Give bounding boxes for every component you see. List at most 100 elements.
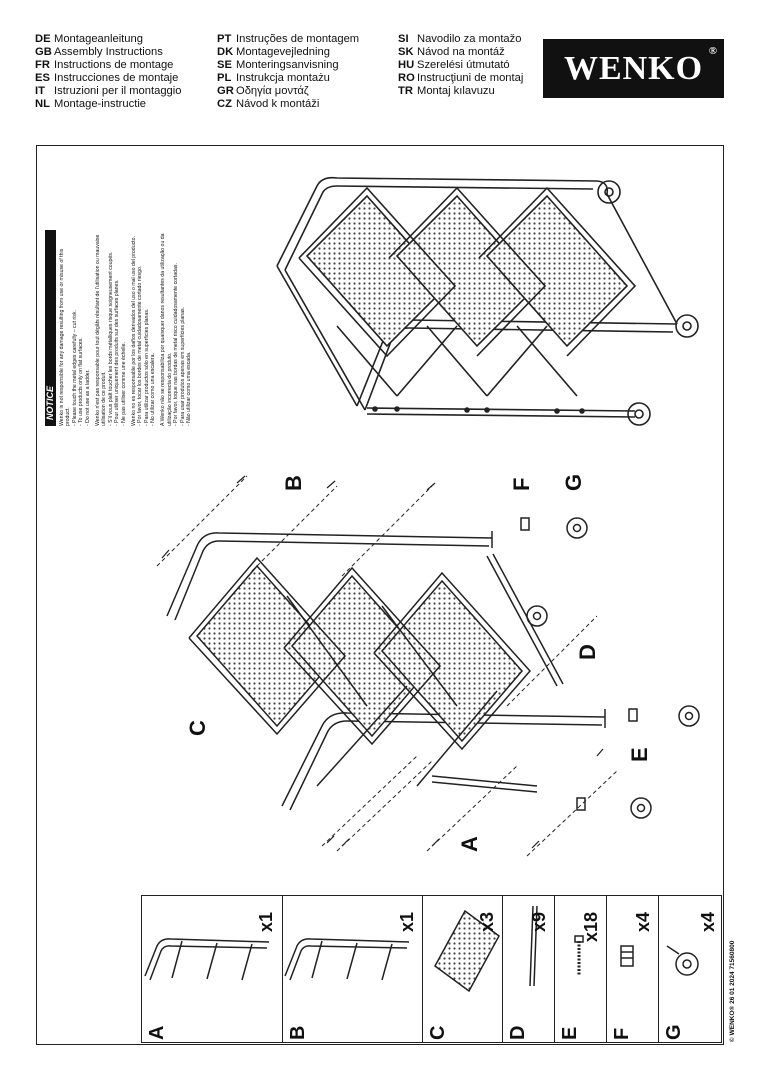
notice-line: - Ne pas utiliser comme une échelle. [120, 342, 127, 426]
language-entry: ES Instrucciones de montaje [35, 72, 181, 85]
language-code: HU [398, 58, 415, 71]
part-quantity: x3 [477, 911, 497, 932]
notice-line: - Pour utiliser uniquement des produits … [114, 279, 121, 426]
parts-illustrations [144, 905, 699, 993]
notice-line: - Please touch the metal edges carefully… [71, 310, 78, 426]
language-code: CZ [217, 97, 232, 110]
language-entry: SI Navodilo za montažo [398, 33, 523, 46]
notice-line: - Por favor, tocar los bordes de metal c… [137, 265, 144, 426]
assembly-diagram-frame: NOTICE Wenko is not responsible for any … [36, 145, 724, 1045]
part-quantity: x4 [633, 911, 653, 932]
notice-title: NOTICE [45, 230, 56, 426]
assembled-cart-illustration [276, 176, 699, 426]
part-letter: C [427, 1025, 449, 1040]
language-title: Návod na montáž [417, 45, 505, 58]
part-quantity: x1 [256, 911, 276, 932]
language-code: GR [217, 84, 234, 97]
footer-copyright: © WENKO® 26 01 2024 71560800 [729, 940, 736, 1042]
language-code: ES [35, 71, 50, 84]
notice-line: - Não utilizar como uma escada. [186, 351, 193, 426]
wenko-logo: WENKO ® [543, 39, 724, 98]
language-code: PT [217, 33, 232, 45]
language-title: Οδηγία μοντάζ [236, 84, 309, 97]
notice-line: - Para utilizar productos sólo en superf… [143, 308, 150, 426]
notice-line: - S'il vous plaît toucher les bords méta… [107, 251, 114, 426]
language-code: RO [398, 71, 415, 84]
language-code: DE [35, 33, 51, 45]
label-a: A [457, 836, 482, 852]
language-title: Instrucciones de montaje [54, 71, 179, 84]
language-entry: CZ Návod k montáži [217, 98, 359, 111]
language-title: Návod k montáži [236, 97, 320, 110]
part-quantity: x4 [698, 911, 718, 932]
notice-line: Wenko no es responsable por los daños de… [130, 236, 137, 426]
language-code: PL [217, 71, 232, 84]
notice-line: Wenko is not responsible for any damage … [58, 248, 72, 426]
language-entry: TR Montaj kılavuzu [398, 85, 523, 98]
notice-paragraphs: Wenko is not responsible for any damage … [59, 230, 193, 426]
part-quantity: x9 [529, 911, 549, 932]
notice-line: - Para usar produtos apenas em superfíci… [179, 306, 186, 426]
language-title: Istruzioni per il montaggio [54, 84, 182, 97]
notice-panel: NOTICE Wenko is not responsible for any … [45, 230, 273, 426]
language-title: Instruções de montagem [236, 33, 360, 45]
language-entry: NL Montage-instructie [35, 98, 181, 111]
language-title: Szerelési útmutató [417, 58, 510, 71]
language-title: Montageanleitung [54, 33, 143, 45]
language-entry: PT Instruções de montagem [217, 33, 359, 46]
language-title: Assembly Instructions [54, 45, 163, 58]
label-d: D [575, 644, 600, 660]
language-code: SE [217, 58, 232, 71]
exploded-view-illustration [156, 475, 700, 857]
label-g: G [561, 473, 586, 491]
part-quantity: x1 [397, 911, 417, 932]
part-letter: B [287, 1025, 309, 1040]
notice-line: - Por favor, toque nas bordas de metal r… [173, 263, 180, 426]
logo-text: WENKO [563, 49, 704, 87]
language-title: Montaj kılavuzu [417, 84, 495, 97]
label-e: E [627, 747, 652, 762]
logo-registered-mark: ® [708, 45, 718, 57]
language-title: Montage-instructie [54, 97, 147, 110]
label-c: C [185, 720, 210, 736]
notice-line: Wenko n'est pas responsable pour tout dé… [94, 234, 108, 426]
language-code: FR [35, 58, 50, 71]
language-code: NL [35, 97, 50, 110]
language-code: SI [398, 33, 409, 45]
notice-line: - No utilizar como una escalera. [150, 353, 157, 426]
notice-line: - Do not use as a ladder. [84, 369, 91, 426]
label-f: F [509, 477, 534, 491]
part-letter: G [663, 1024, 685, 1040]
language-title: Monteringsanvisning [236, 58, 339, 71]
language-title: Montagevejledning [236, 45, 330, 58]
notice-line: - To use products only on flat surfaces. [78, 337, 85, 426]
language-code: IT [35, 84, 45, 97]
language-title: Navodilo za montažo [417, 33, 522, 45]
label-b: B [281, 475, 306, 491]
language-entry: SE Monteringsanvisning [217, 59, 359, 72]
language-code: TR [398, 84, 413, 97]
language-code: SK [398, 45, 414, 58]
language-code: DK [217, 45, 234, 58]
language-entry: IT Istruzioni per il montaggio [35, 85, 181, 98]
notice-line: A Wenko não se responsabiliza por quaisq… [159, 233, 173, 426]
language-title: Instrucţiuni de montaj [417, 71, 524, 84]
part-letter: E [559, 1026, 581, 1040]
